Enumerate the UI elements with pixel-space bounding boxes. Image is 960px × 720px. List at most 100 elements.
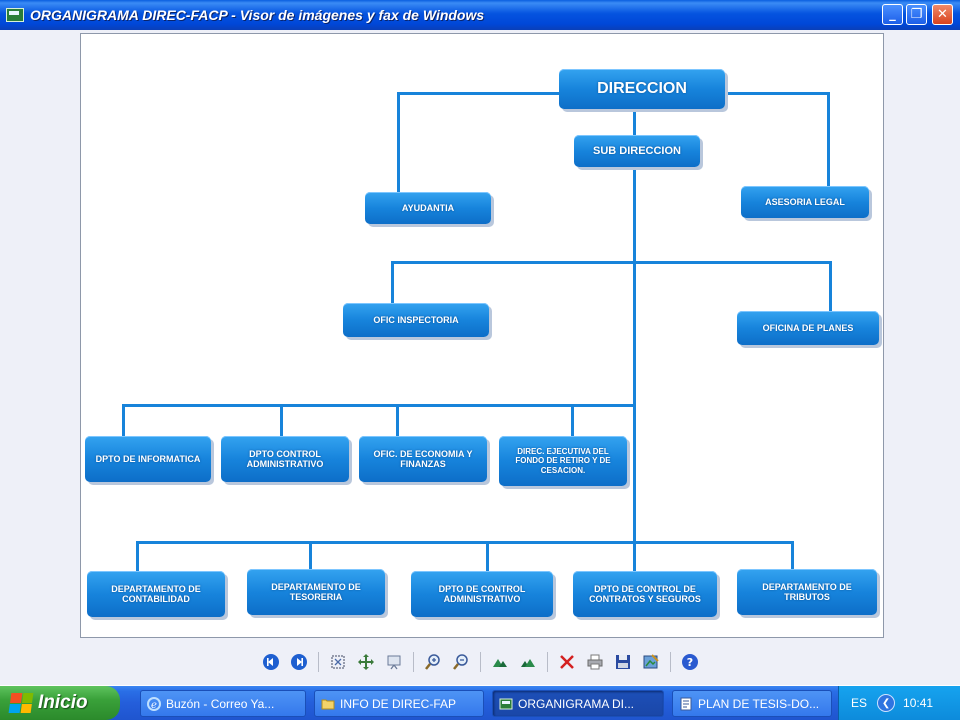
connector-line bbox=[633, 168, 636, 552]
connector-line bbox=[791, 541, 794, 571]
system-tray: ES ❮ 10:41 bbox=[838, 686, 960, 720]
org-node-ayudantia: AYUDANTIA bbox=[365, 192, 491, 224]
restore-button[interactable]: ❐ bbox=[906, 4, 927, 25]
next-image-button[interactable] bbox=[288, 651, 310, 673]
actual-size-button[interactable] bbox=[355, 651, 377, 673]
connector-line bbox=[829, 261, 832, 311]
taskbar-item-mail[interactable]: e Buzón - Correo Ya... bbox=[140, 690, 306, 717]
org-node-dpto-informatica: DPTO DE INFORMATICA bbox=[85, 436, 211, 482]
window-title: ORGANIGRAMA DIREC-FACP - Visor de imágen… bbox=[30, 7, 485, 23]
connector-line bbox=[633, 541, 636, 571]
print-button[interactable] bbox=[584, 651, 606, 673]
connector-line bbox=[391, 261, 831, 264]
org-node-direccion: DIRECCION bbox=[559, 69, 725, 109]
print-icon bbox=[587, 654, 602, 670]
image-viewer-icon bbox=[6, 8, 24, 22]
taskbar-item-label: ORGANIGRAMA DI... bbox=[518, 696, 635, 711]
toolbar-separator bbox=[317, 652, 319, 672]
connector-line bbox=[397, 92, 561, 95]
connector-line bbox=[122, 404, 636, 407]
connector-line bbox=[280, 404, 283, 436]
svg-text:e: e bbox=[151, 700, 157, 711]
taskbar: Inicio e Buzón - Correo Ya... INFO DE DI… bbox=[0, 686, 960, 720]
taskbar-item-folder[interactable]: INFO DE DIREC-FAP bbox=[314, 690, 484, 717]
toolbar-separator bbox=[669, 652, 671, 672]
connector-line bbox=[391, 261, 394, 303]
org-node-depto-tributos: DEPARTAMENTO DE TRIBUTOS bbox=[737, 569, 877, 615]
rotate-counterclockwise-button[interactable] bbox=[517, 651, 539, 673]
language-indicator[interactable]: ES bbox=[851, 696, 868, 710]
zoom-out-button[interactable] bbox=[450, 651, 472, 673]
rotate-clockwise-button[interactable] bbox=[489, 651, 511, 673]
connector-line bbox=[571, 404, 574, 436]
delete-button[interactable] bbox=[556, 651, 578, 673]
delete-icon bbox=[559, 655, 574, 669]
save-icon bbox=[615, 655, 630, 669]
windows-logo-icon bbox=[8, 693, 34, 713]
zoom-in-icon bbox=[424, 654, 440, 670]
connector-line bbox=[122, 404, 125, 436]
taskbar-item-label: INFO DE DIREC-FAP bbox=[340, 696, 457, 711]
ie-icon: e bbox=[147, 696, 161, 711]
minimize-button[interactable]: _ bbox=[882, 4, 903, 25]
taskbar-item-document[interactable]: PLAN DE TESIS-DO... bbox=[672, 690, 832, 717]
best-fit-icon bbox=[330, 655, 345, 669]
next-image-icon bbox=[290, 654, 307, 670]
image-canvas[interactable]: DIRECCION SUB DIRECCION AYUDANTIA ASESOR… bbox=[80, 33, 884, 638]
connector-line bbox=[827, 92, 830, 188]
title-bar[interactable]: ORGANIGRAMA DIREC-FACP - Visor de imágen… bbox=[0, 0, 960, 30]
edit-button[interactable] bbox=[640, 651, 662, 673]
previous-image-icon bbox=[262, 654, 279, 670]
org-node-ofic-inspectoria: OFIC INSPECTORIA bbox=[343, 303, 489, 337]
org-node-depto-contabilidad: DEPARTAMENTO DE CONTABILIDAD bbox=[87, 571, 225, 617]
actual-size-icon bbox=[357, 654, 374, 670]
edit-icon bbox=[643, 654, 659, 669]
minimize-icon: _ bbox=[889, 7, 896, 22]
org-node-ofic-economia-finanzas: OFIC. DE ECONOMIA Y FINANZAS bbox=[359, 436, 487, 482]
folder-icon bbox=[321, 699, 335, 709]
org-node-dpto-control-administrativo-2: DPTO DE CONTROL ADMINISTRATIVO bbox=[411, 571, 553, 617]
help-button[interactable]: ? bbox=[679, 651, 701, 673]
start-button[interactable]: Inicio bbox=[0, 686, 120, 720]
org-node-asesoria-legal: ASESORIA LEGAL bbox=[741, 186, 869, 218]
help-icon: ? bbox=[681, 654, 698, 670]
connector-line bbox=[633, 110, 636, 136]
connector-line bbox=[136, 541, 139, 571]
org-node-sub-direccion: SUB DIRECCION bbox=[574, 135, 700, 167]
show-hidden-icons-icon[interactable]: ❮ bbox=[877, 694, 896, 712]
document-icon bbox=[680, 697, 692, 710]
connector-line bbox=[309, 541, 312, 571]
taskbar-item-label: PLAN DE TESIS-DO... bbox=[698, 696, 820, 711]
zoom-out-icon bbox=[452, 654, 468, 670]
org-node-direc-ejecutiva: DIREC. EJECUTIVA DEL FONDO DE RETIRO Y D… bbox=[499, 436, 627, 486]
restore-icon: ❐ bbox=[910, 7, 923, 22]
image-viewer-icon bbox=[499, 698, 513, 709]
slideshow-button[interactable] bbox=[383, 651, 405, 673]
connector-line bbox=[397, 92, 400, 192]
org-node-dpto-control-contratos: DPTO DE CONTROL DE CONTRATOS Y SEGUROS bbox=[573, 571, 717, 617]
rotate-counterclockwise-icon bbox=[520, 659, 535, 667]
slideshow-icon bbox=[387, 655, 400, 670]
zoom-in-button[interactable] bbox=[422, 651, 444, 673]
org-node-depto-tesoreria: DEPARTAMENTO DE TESORERIA bbox=[247, 569, 385, 615]
connector-line bbox=[136, 541, 792, 544]
start-label: Inicio bbox=[38, 692, 88, 713]
clock[interactable]: 10:41 bbox=[903, 696, 934, 710]
best-fit-button[interactable] bbox=[327, 651, 349, 673]
close-icon: ✕ bbox=[937, 7, 948, 22]
connector-line bbox=[486, 541, 489, 571]
connector-line bbox=[727, 92, 829, 95]
org-node-dpto-control-administrativo: DPTO CONTROL ADMINISTRATIVO bbox=[221, 436, 349, 482]
toolbar-separator bbox=[546, 652, 548, 672]
rotate-clockwise-icon bbox=[492, 659, 507, 667]
taskbar-item-label: Buzón - Correo Ya... bbox=[166, 696, 275, 711]
close-button[interactable]: ✕ bbox=[932, 4, 953, 25]
previous-image-button[interactable] bbox=[260, 651, 282, 673]
toolbar-separator bbox=[479, 652, 481, 672]
connector-line bbox=[396, 404, 399, 436]
taskbar-item-image-viewer[interactable]: ORGANIGRAMA DI... bbox=[492, 690, 664, 717]
toolbar-separator bbox=[412, 652, 414, 672]
org-node-oficina-planes: OFICINA DE PLANES bbox=[737, 311, 879, 345]
svg-text:?: ? bbox=[686, 656, 692, 669]
save-button[interactable] bbox=[612, 651, 634, 673]
